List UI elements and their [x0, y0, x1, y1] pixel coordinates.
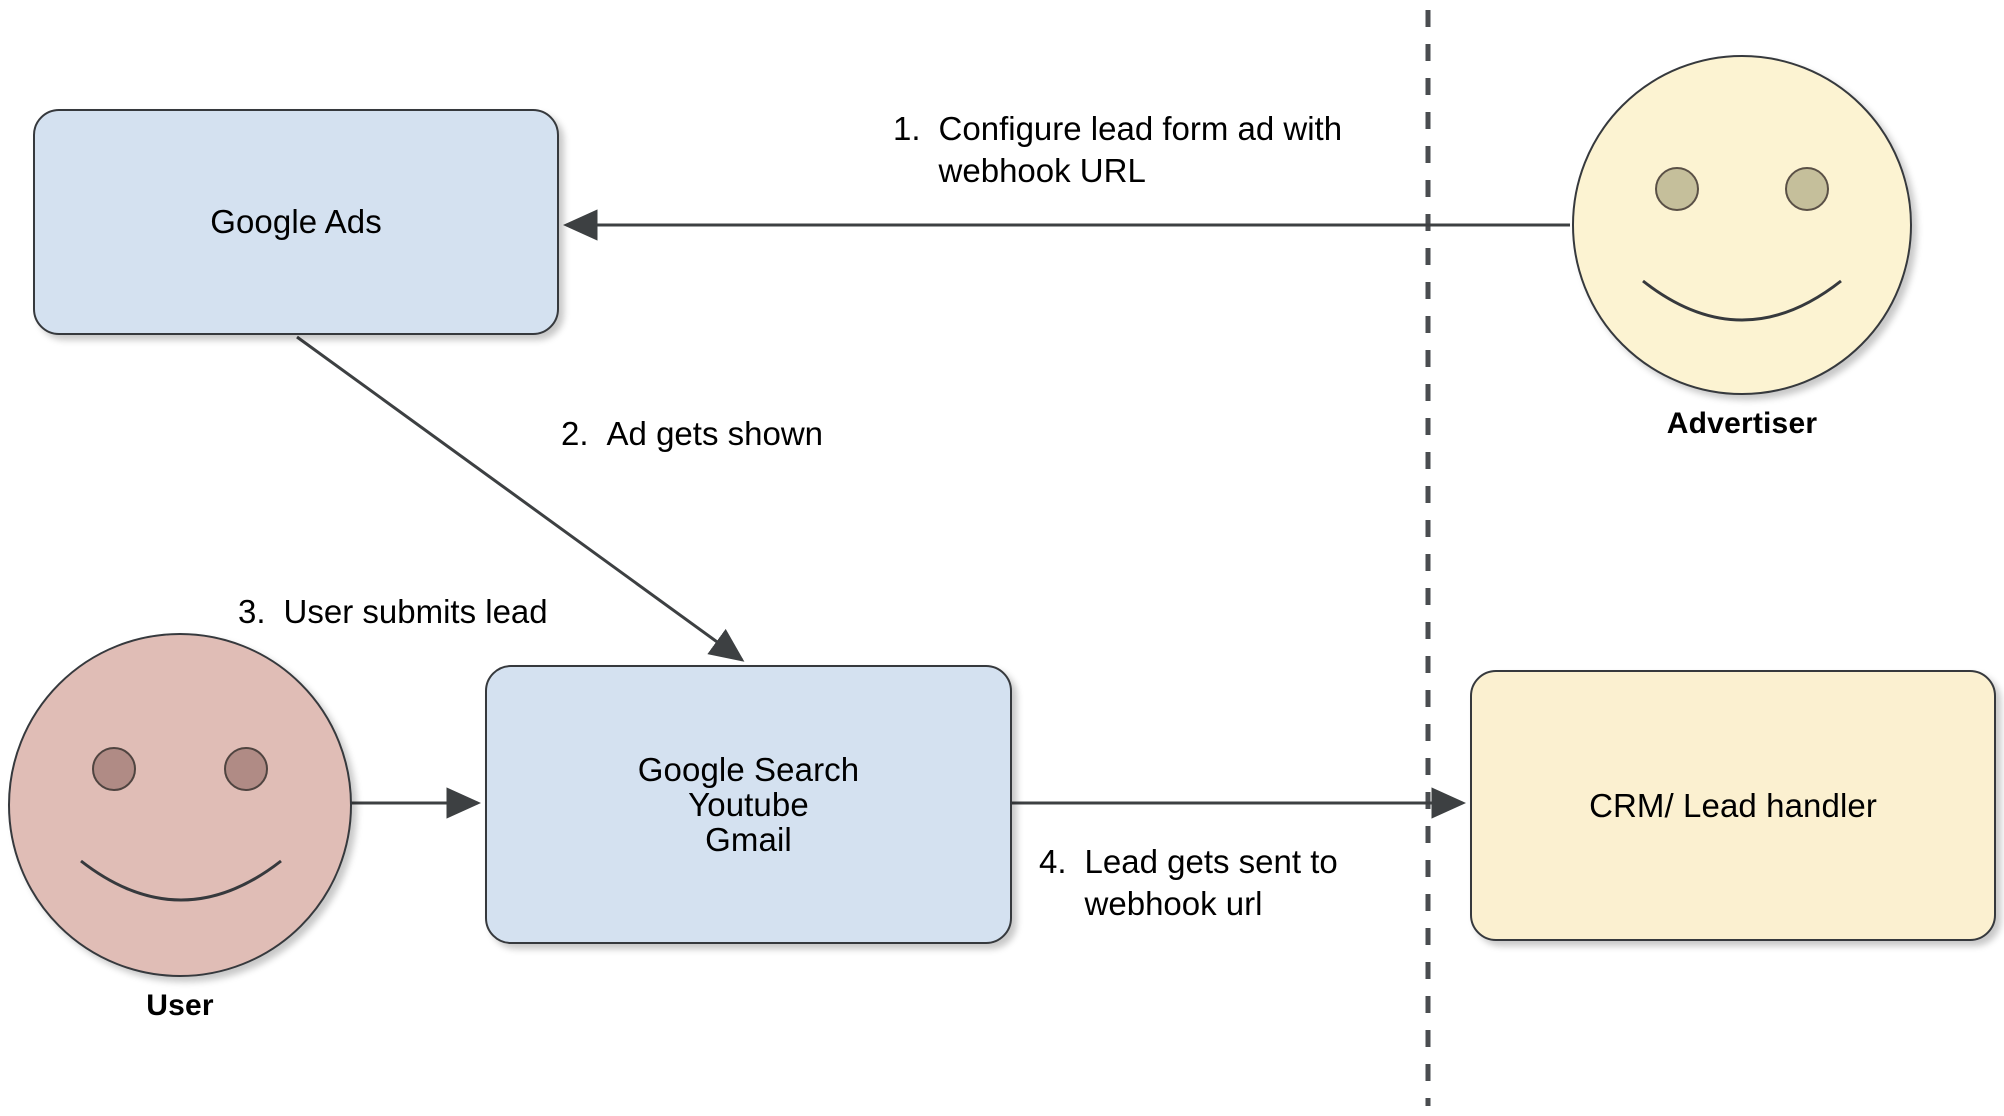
smiley-face-icon — [1572, 55, 1912, 395]
node-crm-lead-handler-label: CRM/ Lead handler — [1589, 786, 1877, 824]
node-google-surfaces[interactable]: Google Search Youtube Gmail — [485, 665, 1012, 944]
step-2-number: 2. — [561, 415, 589, 452]
step-1-number: 1. — [893, 110, 921, 147]
actor-advertiser-label: Advertiser — [1666, 407, 1818, 440]
smiley-mouth-icon — [1642, 279, 1842, 322]
step-1-text: Configure lead form ad with webhook URL — [938, 110, 1343, 189]
step-label-1: 1. Configure lead form ad with webhook U… — [893, 108, 1373, 192]
step-label-4: 4. Lead gets sent to webhook url — [1039, 841, 1439, 925]
step-2-text: Ad gets shown — [606, 415, 823, 452]
node-crm-lead-handler[interactable]: CRM/ Lead handler — [1470, 670, 1996, 941]
step-label-3: 3. User submits lead — [238, 591, 658, 633]
actor-advertiser[interactable]: Advertiser — [1572, 55, 1912, 440]
step-label-2: 2. Ad gets shown — [561, 413, 981, 455]
step-3-text: User submits lead — [283, 593, 548, 630]
smiley-face-icon — [8, 633, 352, 977]
actor-user[interactable]: User — [8, 633, 352, 1022]
node-google-ads-label: Google Ads — [210, 203, 382, 241]
actor-user-label: User — [146, 989, 214, 1022]
smiley-eye-right-icon — [1785, 167, 1829, 211]
smiley-eye-right-icon — [224, 747, 268, 791]
step-4-text: Lead gets sent to webhook url — [1084, 843, 1338, 922]
smiley-eye-left-icon — [1655, 167, 1699, 211]
smiley-mouth-icon — [80, 859, 282, 902]
node-google-ads[interactable]: Google Ads — [33, 109, 559, 335]
step-4-number: 4. — [1039, 843, 1067, 880]
step-3-number: 3. — [238, 593, 266, 630]
node-google-surfaces-label: Google Search Youtube Gmail — [637, 750, 860, 859]
smiley-eye-left-icon — [92, 747, 136, 791]
